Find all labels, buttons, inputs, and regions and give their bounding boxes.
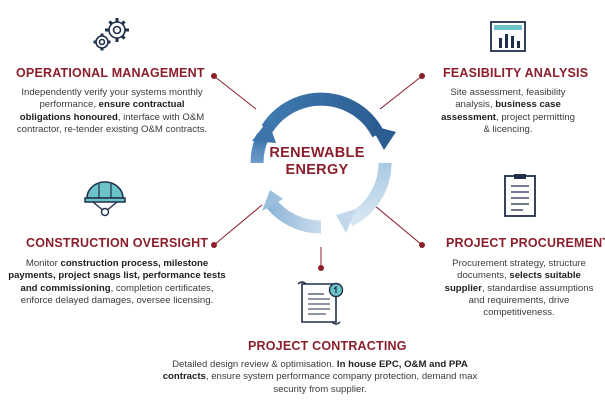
description-emphasis: In house EPC, O&M and PPA contracts xyxy=(162,359,468,383)
construction-description: Monitor construction process, milestone … xyxy=(6,258,228,307)
arrowhead-right-bottom xyxy=(336,209,356,233)
procurement-description: Procurement strategy, structure document… xyxy=(440,258,598,319)
clipboard-icon xyxy=(504,174,536,217)
center-label-line2: ENERGY xyxy=(285,162,349,178)
center-label-line1: RENEWABLE xyxy=(269,145,365,161)
description-text: , interface with O&M contractor, re-tend… xyxy=(16,111,208,135)
operational-description: Independently verify your systems monthl… xyxy=(16,87,208,136)
description-emphasis: selects suitable supplier xyxy=(444,270,581,294)
description-text: Detailed design review & optimisation. xyxy=(172,359,337,370)
description-text: , ensure system performance company prot… xyxy=(205,371,478,395)
cycle-ring xyxy=(250,92,392,234)
arrowhead-bottom-left xyxy=(262,190,283,211)
description-text: , standardise assumptions and requiremen… xyxy=(468,282,594,319)
description-emphasis: ensure contractual obligations honoured xyxy=(19,99,185,123)
description-text: Site assessment, feasibility analysis, xyxy=(450,87,566,111)
center-label: RENEWABLE ENERGY xyxy=(262,145,372,179)
feasibility-description: Site assessment, feasibility analysis, b… xyxy=(438,87,578,136)
procurement-title: PROJECT PROCUREMENT xyxy=(446,236,605,250)
description-emphasis: business case assessment xyxy=(441,99,561,123)
gears-icon xyxy=(93,18,129,51)
cycle-arrow-bottom xyxy=(265,198,322,234)
description-text: , completion certificates, enforce delay… xyxy=(20,282,214,306)
description-text: Procurement strategy, structure document… xyxy=(452,258,586,282)
connector-procurement xyxy=(373,204,423,246)
feasibility-title: FEASIBILITY ANALYSIS xyxy=(443,66,589,80)
arrowhead-top-right xyxy=(370,125,396,150)
description-text: Independently verify your systems monthl… xyxy=(21,87,203,111)
connector-dot xyxy=(419,242,425,248)
connector-dot xyxy=(211,73,217,79)
connector-operational xyxy=(213,75,257,110)
operational-title: OPERATIONAL MANAGEMENT xyxy=(16,66,205,80)
contract-scroll-icon xyxy=(297,281,344,325)
bar-chart-icon xyxy=(490,21,526,52)
construction-title: CONSTRUCTION OVERSIGHT xyxy=(26,236,209,250)
contracting-title: PROJECT CONTRACTING xyxy=(248,339,407,353)
description-text: , project permitting & licencing. xyxy=(483,111,575,135)
description-emphasis: construction process, milestone payments… xyxy=(8,258,226,294)
hard-hat-icon xyxy=(84,181,126,217)
connector-dot xyxy=(318,265,324,271)
description-text: Monitor xyxy=(25,258,61,269)
contracting-description: Detailed design review & optimisation. I… xyxy=(150,359,490,396)
cycle-arrow-top xyxy=(261,92,385,138)
arrowhead-left-top xyxy=(252,120,276,143)
connector-dot xyxy=(419,73,425,79)
connector-construction xyxy=(213,204,263,246)
cycle-arrow-right xyxy=(346,162,392,227)
connector-feasibility xyxy=(379,75,423,110)
connector-dot xyxy=(211,242,217,248)
